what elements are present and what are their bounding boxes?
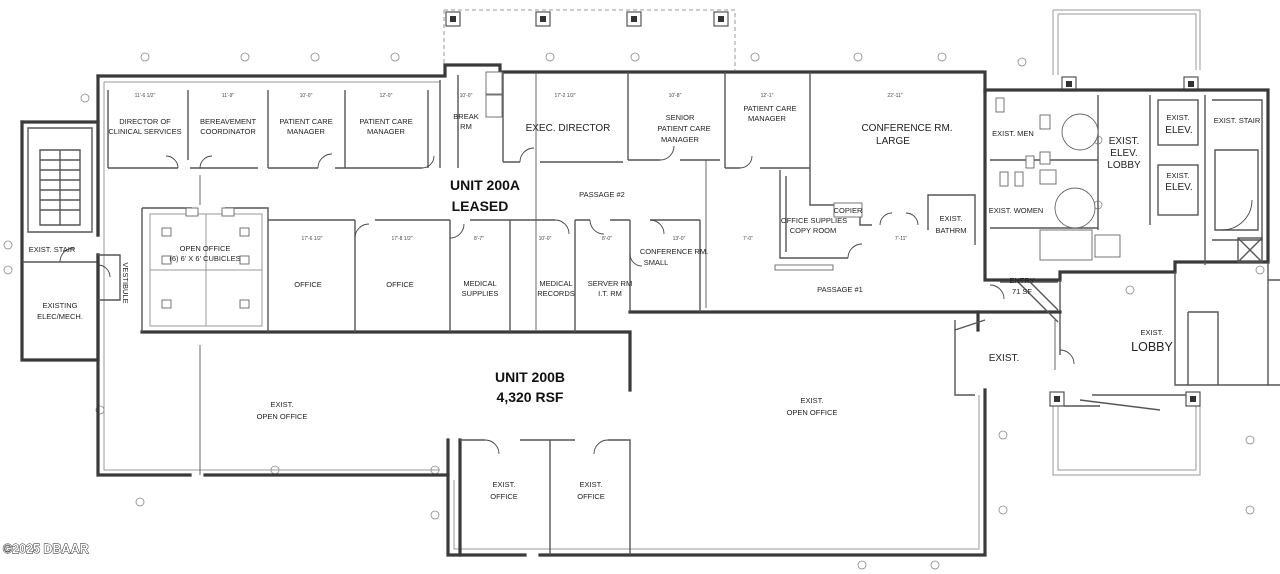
top-balcony	[443, 9, 736, 70]
room-label: ELEV.	[1165, 125, 1192, 136]
room-label: PATIENT CARE	[657, 124, 710, 133]
unit-200b-name: UNIT 200B	[495, 369, 565, 385]
unit-200b-area: 4,320 RSF	[497, 389, 564, 405]
room-label: OFFICE	[490, 492, 518, 501]
room-label: CONFERENCE RM.	[640, 247, 708, 256]
room-label: PATIENT CARE	[743, 104, 796, 113]
room-label: OFFICE SUPPLIES	[781, 216, 847, 225]
room-label: EXIST. WOMEN	[989, 206, 1044, 215]
room-label: 71 SF	[1012, 287, 1032, 296]
room-label: EXIST.	[989, 353, 1020, 364]
room-label: MANAGER	[661, 135, 700, 144]
svg-text:10'-0": 10'-0"	[300, 93, 313, 99]
room-label: EXIST. STAIR	[29, 245, 76, 254]
entry-lobby	[954, 262, 1280, 411]
room-label: ELEV.	[1110, 148, 1137, 159]
room-label: MANAGER	[748, 114, 787, 123]
svg-text:12'-1": 12'-1"	[761, 93, 774, 99]
room-label: EXIST.	[1109, 136, 1140, 147]
svg-text:13'-0": 13'-0"	[673, 236, 686, 242]
room-label: MEDICAL	[463, 279, 496, 288]
copyright-notice: ©2025 DBAAR	[3, 542, 89, 556]
room-label: EXIST. MEN	[992, 129, 1034, 138]
room-label: OFFICE	[386, 280, 414, 289]
svg-text:12'-0": 12'-0"	[380, 93, 393, 99]
room-label: SERVER RM	[588, 279, 632, 288]
dimension-marks: 11'-6 1/2" 11'-9" 10'-0" 12'-0" 10'-0" 1…	[135, 93, 908, 242]
room-label: ELEC/MECH.	[37, 312, 83, 321]
room-label: MANAGER	[287, 127, 326, 136]
room-label: EXIST.	[1167, 113, 1190, 122]
room-label: CONFERENCE RM.	[861, 123, 952, 134]
svg-text:7'-11": 7'-11"	[895, 236, 908, 242]
room-label: RM	[460, 122, 472, 131]
room-label: OPEN OFFICE	[787, 408, 838, 417]
room-label: BREAK	[453, 112, 478, 121]
room-label: COORDINATOR	[200, 127, 256, 136]
unit-200a-status: LEASED	[452, 198, 509, 214]
left-stair-tower	[20, 120, 100, 362]
room-label: LOBBY	[1131, 340, 1173, 354]
room-label: SMALL	[644, 258, 669, 267]
room-label: EXIST.	[580, 480, 603, 489]
room-label: EXIST.	[940, 214, 963, 223]
room-label: OPEN OFFICE	[180, 244, 231, 253]
equipment-label: COPIER	[834, 206, 863, 215]
svg-text:11'-6 1/2": 11'-6 1/2"	[135, 93, 156, 99]
central-rooms	[97, 207, 980, 392]
room-label: EXISTING	[42, 301, 77, 310]
room-label: BATHRM	[935, 226, 966, 235]
room-label: MANAGER	[367, 127, 406, 136]
room-label: (6) 6' X 6' CUBICLES	[169, 254, 240, 263]
room-label: OPEN OFFICE	[257, 412, 308, 421]
svg-text:8'-7": 8'-7"	[474, 236, 484, 242]
svg-text:10'-8": 10'-8"	[669, 93, 682, 99]
room-label: ENTRY	[1009, 276, 1034, 285]
room-label: CLINICAL SERVICES	[108, 127, 181, 136]
room-label: EXIST.	[271, 400, 294, 409]
room-label: EXIST. STAIR	[1214, 116, 1261, 125]
room-label: EXIST.	[801, 396, 824, 405]
room-label: DIRECTOR OF	[119, 117, 171, 126]
lower-rooms	[199, 72, 1056, 557]
building-shell	[96, 63, 987, 557]
room-label: SENIOR	[666, 113, 695, 122]
svg-text:7'-0": 7'-0"	[743, 236, 753, 242]
room-label: OFFICE	[577, 492, 605, 501]
room-label: OFFICE	[294, 280, 322, 289]
room-label: PASSAGE #2	[579, 190, 625, 199]
room-label: RECORDS	[537, 289, 575, 298]
svg-text:11'-9": 11'-9"	[222, 93, 235, 99]
room-label: EXIST.	[493, 480, 516, 489]
svg-text:10'-0": 10'-0"	[539, 236, 552, 242]
room-label: I.T. RM	[598, 289, 622, 298]
room-label: PASSAGE #1	[817, 285, 863, 294]
svg-text:10'-0": 10'-0"	[460, 93, 473, 99]
room-label: SUPPLIES	[462, 289, 499, 298]
room-label: LARGE	[876, 136, 910, 147]
room-label: BEREAVEMENT	[200, 117, 257, 126]
room-label: ELEV.	[1165, 182, 1192, 193]
svg-text:17'-6 1/2": 17'-6 1/2"	[301, 236, 322, 242]
room-label: EXIST.	[1141, 328, 1164, 337]
room-label: EXEC. DIRECTOR	[526, 123, 611, 134]
svg-text:8'-0": 8'-0"	[602, 236, 612, 242]
cubicles	[149, 207, 263, 327]
svg-text:17'-8 1/2": 17'-8 1/2"	[391, 236, 412, 242]
room-label: MEDICAL	[539, 279, 572, 288]
svg-text:17'-2 1/2": 17'-2 1/2"	[554, 93, 575, 99]
room-label: COPY ROOM	[790, 226, 837, 235]
right-balcony	[1049, 9, 1201, 476]
room-label: PATIENT CARE	[359, 117, 412, 126]
room-label: PATIENT CARE	[279, 117, 332, 126]
room-label: EXIST.	[1167, 171, 1190, 180]
unit-200a-name: UNIT 200A	[450, 177, 520, 193]
svg-text:22'-11": 22'-11"	[887, 93, 902, 99]
copy-room	[774, 170, 863, 271]
room-label: VESTIBULE	[121, 262, 130, 303]
room-label: LOBBY	[1107, 160, 1141, 171]
